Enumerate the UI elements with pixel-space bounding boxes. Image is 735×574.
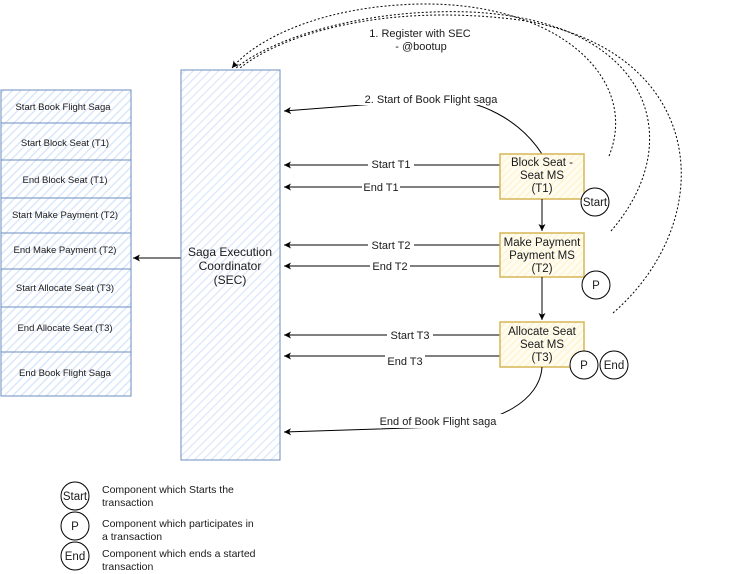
service-label-line3: (T1) [531, 183, 552, 195]
start-badge: Start [580, 187, 610, 217]
log-entry-label: Start Book Flight Saga [15, 102, 111, 113]
register-label-line2: - @bootup [395, 41, 447, 53]
end-t2-label: End T2 [372, 261, 407, 273]
start-t1-label: Start T1 [372, 159, 411, 171]
log-entry: Start Allocate Seat (T3) [0, 268, 132, 308]
end-badge-label: End [604, 360, 624, 372]
register-connector [239, 14, 682, 314]
log-entry: End Block Seat (T1) [0, 159, 132, 199]
saga-start-label: 2. Start of Book Flight saga [365, 94, 499, 106]
log-entry-label: Start Block Seat (T1) [21, 138, 109, 149]
legend: Start Component which Starts the transac… [60, 481, 256, 573]
log-entry-label: End Make Payment (T2) [14, 245, 117, 256]
sec-label-line3: (SEC) [214, 273, 247, 287]
service-block-seat: Block Seat - Seat MS (T1) [499, 153, 585, 200]
legend-symbol: End [65, 551, 85, 563]
log-entry-label: Start Make Payment (T2) [12, 210, 118, 221]
service-allocate-seat: Allocate Seat Seat MS (T3) [499, 321, 585, 368]
legend-item-participant: P Component which participates in a tran… [60, 511, 254, 543]
saga-execution-coordinator: Saga Execution Coordinator (SEC) [180, 69, 281, 461]
service-label-line2: Seat MS [520, 339, 564, 351]
service-label-line2: Seat MS [520, 170, 564, 182]
register-label-line1: 1. Register with SEC [369, 28, 471, 40]
service-label-line3: (T3) [531, 352, 552, 364]
log-entry: Start Book Flight Saga [0, 89, 132, 124]
register-connectors [231, 3, 682, 314]
saga-end-label: End of Book Flight saga [380, 416, 498, 428]
end-t3-label: End T3 [387, 356, 422, 368]
start-badge-label: Start [583, 197, 608, 209]
service-label-line1: Make Payment [504, 237, 582, 249]
service-label-line1: Block Seat - [511, 157, 573, 169]
log-entry-label: End Allocate Seat (T3) [17, 323, 112, 334]
service-label-line2: Payment MS [509, 250, 575, 262]
register-connector [231, 3, 617, 157]
legend-text-line1: Component which ends a started [102, 548, 256, 560]
participant-badge: P [581, 270, 611, 300]
participant-badge-label: P [592, 280, 600, 292]
legend-text-line2: transaction [102, 497, 154, 509]
start-t2-label: Start T2 [372, 240, 411, 252]
sec-label-line2: Coordinator [199, 259, 262, 273]
service-label-line1: Allocate Seat [508, 326, 577, 338]
participant-badge-label: P [580, 360, 588, 372]
log-entry: Start Block Seat (T1) [0, 122, 132, 161]
legend-item-start: Start Component which Starts the transac… [60, 481, 234, 511]
log-entry: End Make Payment (T2) [0, 232, 132, 270]
sec-label-line1: Saga Execution [188, 245, 272, 259]
legend-text-line1: Component which Starts the [102, 484, 234, 496]
end-badge: End [599, 350, 629, 380]
register-connector [235, 11, 651, 232]
legend-item-end: End Component which ends a started trans… [60, 541, 256, 573]
saga-log: Start Book Flight Saga Start Block Seat … [0, 89, 132, 397]
log-entry: End Book Flight Saga [0, 351, 132, 397]
log-entry-label: Start Allocate Seat (T3) [16, 283, 114, 294]
log-entry: End Allocate Seat (T3) [0, 306, 132, 353]
service-make-payment: Make Payment Payment MS (T2) [499, 232, 585, 278]
legend-text-line2: transaction [102, 561, 154, 573]
legend-text-line1: Component which participates in [102, 518, 254, 530]
service-label-line3: (T2) [531, 263, 552, 275]
log-entry-label: End Block Seat (T1) [22, 175, 107, 186]
participant-badge: P [569, 350, 599, 380]
log-entry: Start Make Payment (T2) [0, 197, 132, 234]
start-t3-label: Start T3 [391, 330, 430, 342]
legend-symbol: Start [63, 491, 88, 503]
log-entry-label: End Book Flight Saga [19, 368, 112, 379]
legend-symbol: P [71, 521, 79, 533]
saga-start-arrow [283, 98, 543, 155]
end-t1-label: End T1 [363, 182, 398, 194]
legend-text-line2: a transaction [102, 531, 162, 543]
